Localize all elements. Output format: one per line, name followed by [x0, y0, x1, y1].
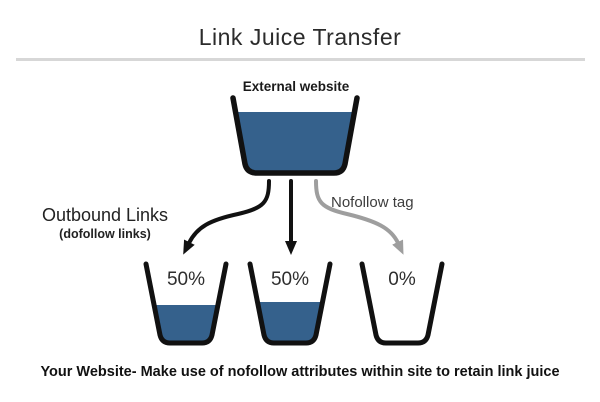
target-bucket-1-juice [154, 305, 218, 341]
target-bucket-2-juice [258, 302, 322, 341]
outbound-links-label: Outbound Links [41, 205, 169, 225]
source-bucket-juice [236, 112, 355, 172]
dofollow-left-arrow [183, 179, 271, 255]
target-bucket-1 [143, 261, 229, 346]
bucket-3-percent: 0% [388, 269, 416, 290]
diagram-title: Link Juice Transfer [198, 24, 402, 50]
footer-caption: Your Website- Make use of nofollow attri… [40, 364, 560, 380]
source-bucket-label: External website [242, 79, 350, 94]
source-bucket [230, 95, 360, 176]
nofollow-right-arrow [314, 179, 404, 255]
bucket-1-percent: 50% [166, 269, 206, 290]
target-bucket-3 [359, 261, 445, 346]
target-bucket-1-outline [143, 261, 229, 346]
title-divider [16, 58, 585, 61]
source-bucket-outline [230, 95, 360, 176]
nofollow-tag-label: Nofollow tag [331, 194, 414, 211]
target-bucket-2 [247, 261, 333, 346]
target-bucket-3-outline [359, 261, 445, 346]
bucket-2-percent: 50% [270, 269, 310, 290]
dofollow-links-sublabel: (dofollow links) [59, 227, 151, 241]
target-bucket-2-outline [247, 261, 333, 346]
